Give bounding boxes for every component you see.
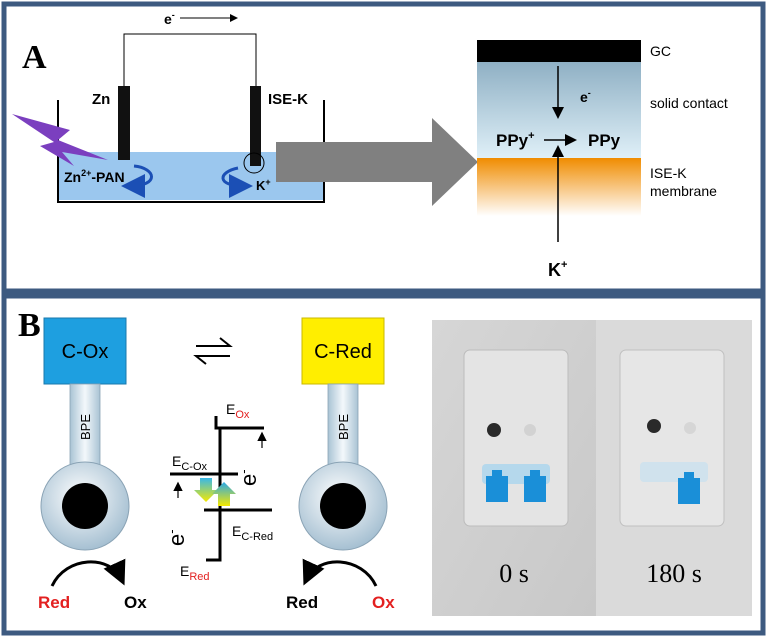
zn-label: Zn — [92, 91, 110, 108]
panel-b: B C-Ox BPE Red Ox EOx EC-Ox EC-Red ERed — [1, 293, 766, 636]
ppy-label: PPy — [588, 131, 621, 150]
device-chip-left — [463, 349, 569, 527]
c-ox-box — [43, 317, 127, 385]
photo-0s: 0 s — [432, 320, 596, 616]
panel-b-letter: B — [18, 307, 41, 344]
right-redox-arrow-icon — [302, 558, 378, 587]
electron-right-label: e- — [236, 469, 261, 486]
device-chip-right — [619, 349, 725, 527]
right-red-label: Red — [286, 593, 318, 612]
light-bolt-icon — [12, 114, 108, 166]
ise-k-label: ISE-K — [268, 91, 308, 108]
bpe-stem-right — [327, 383, 359, 471]
zn-reaction-arrow-icon — [121, 164, 153, 198]
electrode-dot-right-2 — [684, 422, 696, 434]
membrane-label-line2: membrane — [650, 183, 717, 199]
c-red-box — [301, 317, 385, 385]
photo-180s: 180 s — [596, 320, 752, 616]
electron-label: e- — [164, 10, 175, 27]
electrode-dot-left-2 — [524, 424, 536, 436]
energy-diagram: EOx EC-Ox EC-Red ERed e- e- — [164, 401, 273, 583]
k-reaction-arrow-icon — [221, 166, 253, 198]
right-ox-label: Ox — [372, 593, 395, 612]
ion-circle — [243, 152, 265, 174]
left-redox-arrow-icon — [50, 558, 126, 587]
cyan-pad-right — [678, 478, 700, 504]
c-red-label: C-Red — [314, 341, 372, 363]
membrane-layer — [477, 158, 641, 216]
c-ox-label: C-Ox — [62, 341, 109, 363]
e-red-label: ERed — [180, 563, 210, 583]
membrane-label-line1: ISE-K — [650, 165, 687, 181]
k-plus-label: K+ — [548, 259, 567, 280]
gc-label: GC — [650, 43, 671, 59]
gc-layer — [477, 40, 641, 62]
e-ox-label: EOx — [226, 401, 250, 421]
bpe-label-left: BPE — [78, 414, 93, 440]
left-ox-label: Ox — [124, 593, 147, 612]
panel-a: A e- Zn ISE-K Zn2+-PAN K+ GC solid conta… — [1, 1, 766, 294]
equilibrium-arrow-icon — [193, 337, 233, 365]
zoom-arrow-icon — [276, 118, 478, 206]
left-red-label: Red — [38, 593, 70, 612]
panel-a-letter: A — [22, 39, 47, 76]
e-cox-label: EC-Ox — [172, 453, 208, 473]
photo-right-label: 180 s — [646, 559, 702, 588]
e-cred-label: EC-Red — [232, 523, 273, 543]
bpe-label-right: BPE — [336, 414, 351, 440]
layer-electron-label: e- — [580, 88, 591, 105]
electrode-dot-right — [647, 419, 661, 433]
photo-left-label: 0 s — [499, 559, 529, 588]
cyan-pad-left-1 — [486, 476, 508, 502]
reduction-arrow-icon — [194, 478, 218, 502]
bpe-stem-left — [69, 383, 101, 471]
oxidation-arrow-icon — [212, 482, 236, 506]
ise-k-electrode — [250, 86, 261, 166]
electron-left-label: e- — [164, 529, 189, 546]
zn-electrode — [118, 86, 130, 160]
k-ion-label: K+ — [256, 177, 271, 193]
electrode-dot-left — [487, 423, 501, 437]
solid-contact-label: solid contact — [650, 95, 728, 111]
cyan-pad-left-2 — [524, 476, 546, 502]
ppy-plus-label: PPy+ — [496, 130, 535, 150]
circuit-wire — [123, 33, 257, 88]
bpe-dot-right — [320, 483, 366, 529]
bpe-dot-left — [62, 483, 108, 529]
zn-pan-label: Zn2+-PAN — [64, 168, 125, 185]
